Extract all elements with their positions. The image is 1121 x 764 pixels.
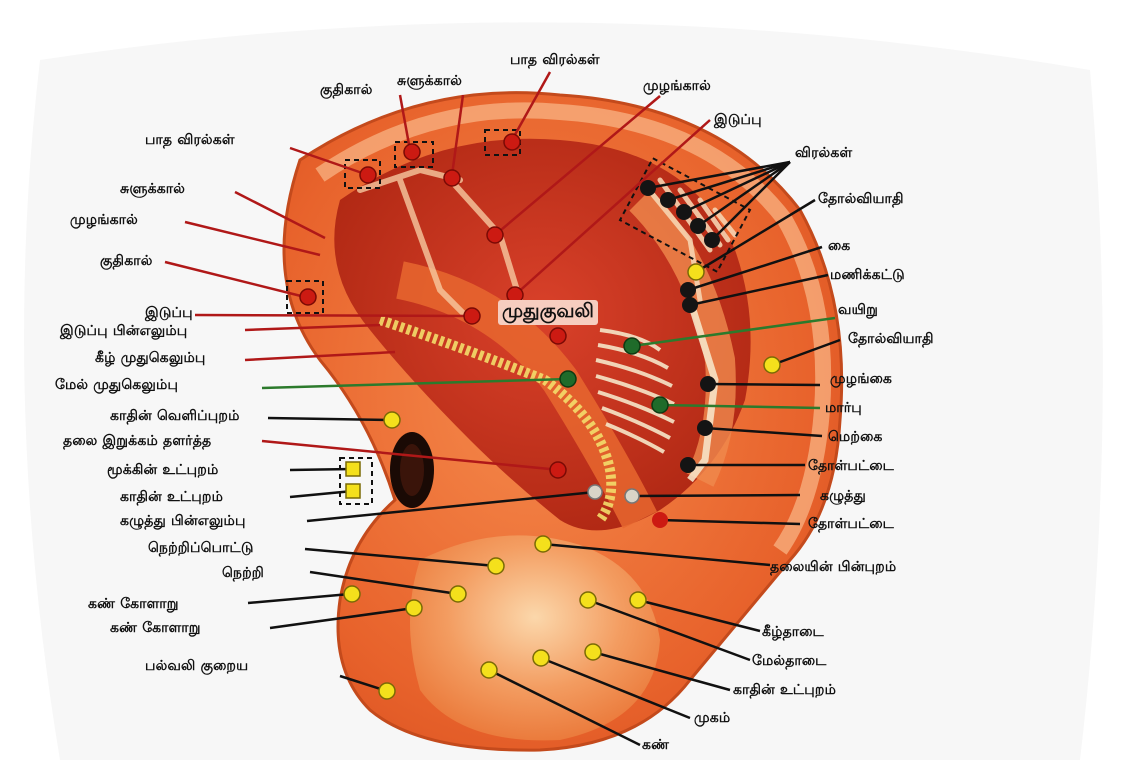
- label-outer-ear: காதின் வெளிப்புறம்: [110, 408, 240, 424]
- label-forehead: நெற்றி: [222, 565, 264, 581]
- label-eye-disorder-1: கண் கோளாறு: [88, 596, 179, 612]
- label-heel-left: குதிகால்: [100, 253, 153, 269]
- label-inner-ear-right: காதின் உட்புறம்: [733, 682, 836, 698]
- center-label-back-pain: முதுகுவலி: [498, 300, 598, 325]
- label-back-of-head: தலையின் பின்புறம்: [770, 559, 896, 575]
- label-ankle-top: சுளுக்கால்: [397, 73, 462, 89]
- label-upper-arm: மெற்கை: [828, 429, 883, 445]
- label-lower-jaw: கீழ்தாடை: [762, 624, 824, 640]
- label-upper-spine: மேல் முதுகெலும்பு: [55, 377, 178, 393]
- label-stomach: வயிறு: [838, 302, 878, 318]
- label-heel-top: குதிகால்: [320, 82, 373, 98]
- label-toothache: பல்வலி குறைய: [145, 658, 248, 674]
- label-upper-jaw: மேல்தாடை: [752, 653, 826, 669]
- label-lower-spine: கீழ் முதுகெலும்பு: [95, 350, 206, 366]
- label-chest: மார்பு: [825, 400, 862, 416]
- label-shoulder-2: தோள்பட்டை: [808, 516, 894, 532]
- label-toes-left: பாத விரல்கள்: [145, 132, 235, 148]
- label-hip-left: இடுப்பு: [145, 305, 193, 321]
- label-tailbone: இடுப்பு பின்எலும்பு: [60, 323, 187, 339]
- label-eye-disorder-2: கண் கோளாறு: [110, 620, 201, 636]
- label-elbow: முழங்கை: [830, 371, 892, 387]
- label-hand: கை: [828, 238, 850, 254]
- label-face: முகம்: [694, 710, 730, 726]
- label-skin-disease-2: தோல்வியாதி: [848, 331, 934, 347]
- label-shoulder-1: தோள்பட்டை: [808, 458, 894, 474]
- label-hip-top: இடுப்பு: [714, 112, 762, 128]
- label-toes-top: பாத விரல்கள்: [510, 52, 600, 68]
- label-eye: கண்: [642, 737, 669, 753]
- label-temple: நெற்றிப்பொட்டு: [148, 540, 254, 556]
- label-fingers: விரல்கள்: [795, 145, 852, 161]
- label-knee-top: முழங்கால்: [643, 78, 711, 94]
- label-inner-nose: மூக்கின் உட்புறம்: [107, 462, 218, 478]
- label-knee-left: முழங்கால்: [70, 212, 138, 228]
- label-neck-bone: கழுத்து பின்எலும்பு: [120, 513, 246, 529]
- label-headache-relief: தலை இறுக்கம் தளர்த்த: [63, 433, 211, 449]
- label-wrist: மணிக்கட்டு: [830, 267, 905, 283]
- label-neck: கழுத்து: [820, 488, 866, 504]
- label-ankle-left: சுளுக்கால்: [120, 181, 185, 197]
- label-skin-disease-1: தோல்வியாதி: [818, 191, 904, 207]
- label-inner-ear-left: காதின் உட்புறம்: [120, 489, 223, 505]
